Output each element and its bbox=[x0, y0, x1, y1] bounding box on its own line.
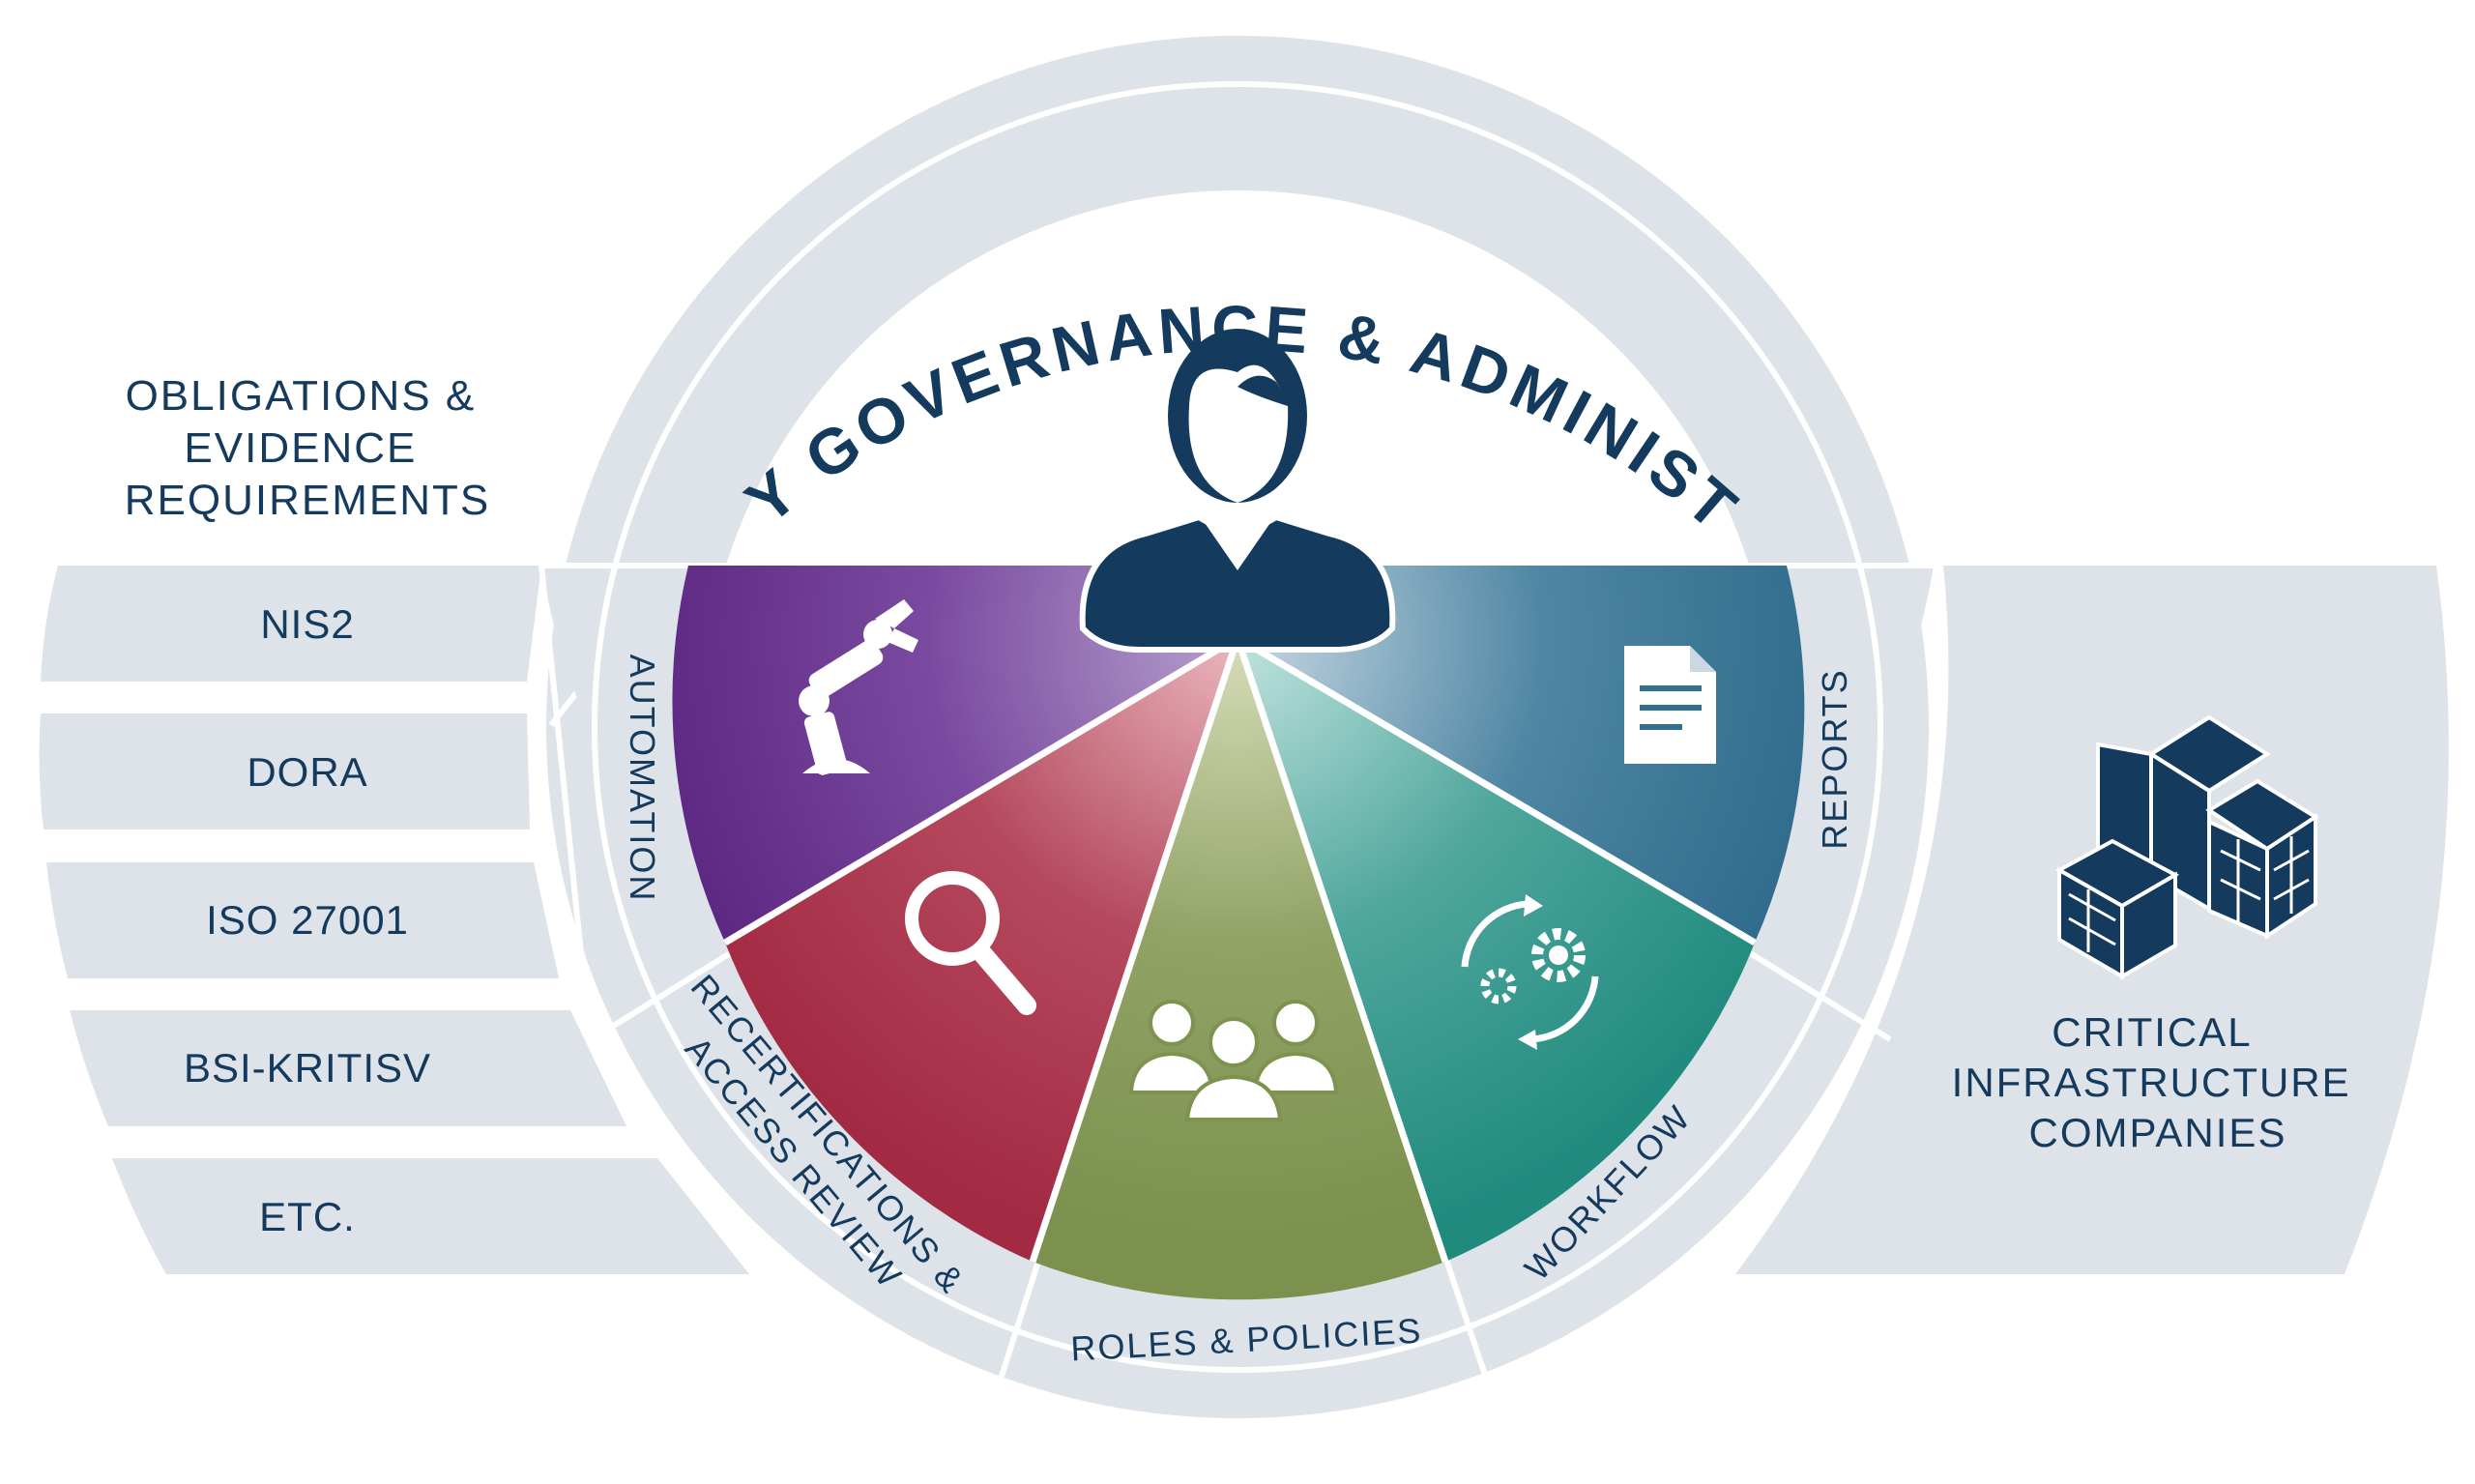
segment-label-automation: AUTOMATION bbox=[623, 655, 662, 903]
ring-divider bbox=[592, 81, 1883, 1373]
obligation-item-etc: ETC. bbox=[112, 1158, 749, 1274]
gears-icon bbox=[1461, 894, 1599, 1050]
obligation-label: ETC. bbox=[259, 1194, 356, 1239]
magnifier-icon bbox=[905, 871, 1036, 1015]
obligation-item-bsi-kritisv: BSI-KRITISV bbox=[70, 1010, 626, 1126]
segment-workflow bbox=[1238, 638, 1755, 1262]
critical-infrastructure-panel: CRITICAL INFRASTRUCTURE COMPANIES bbox=[1735, 566, 2449, 1274]
obligations-panel: OBLIGATIONS & EVIDENCE REQUIREMENTS NIS2… bbox=[39, 372, 749, 1274]
segment-automation-body bbox=[672, 566, 1238, 943]
user-icon bbox=[1079, 329, 1396, 653]
obligation-item-dora: DORA bbox=[39, 713, 530, 829]
obligation-item-nis2: NIS2 bbox=[41, 566, 541, 682]
group-icon bbox=[1128, 1000, 1339, 1121]
obligations-heading: OBLIGATIONS & EVIDENCE REQUIREMENTS bbox=[125, 372, 490, 524]
document-icon bbox=[1624, 646, 1716, 764]
obligation-label: DORA bbox=[247, 749, 367, 795]
segment-label-reports: REPORTS bbox=[1815, 668, 1854, 849]
critical-infrastructure-heading: CRITICAL INFRASTRUCTURE COMPANIES bbox=[1952, 1009, 2365, 1155]
obligation-label: ISO 27001 bbox=[206, 897, 409, 943]
obligation-label: NIS2 bbox=[260, 601, 354, 647]
segment-roles bbox=[1033, 638, 1445, 1300]
robot-arm-icon bbox=[799, 599, 918, 775]
obligation-item-iso27001: ISO 27001 bbox=[46, 862, 559, 978]
buildings-icon bbox=[2054, 714, 2319, 980]
obligation-label: BSI-KRITISV bbox=[184, 1045, 431, 1091]
